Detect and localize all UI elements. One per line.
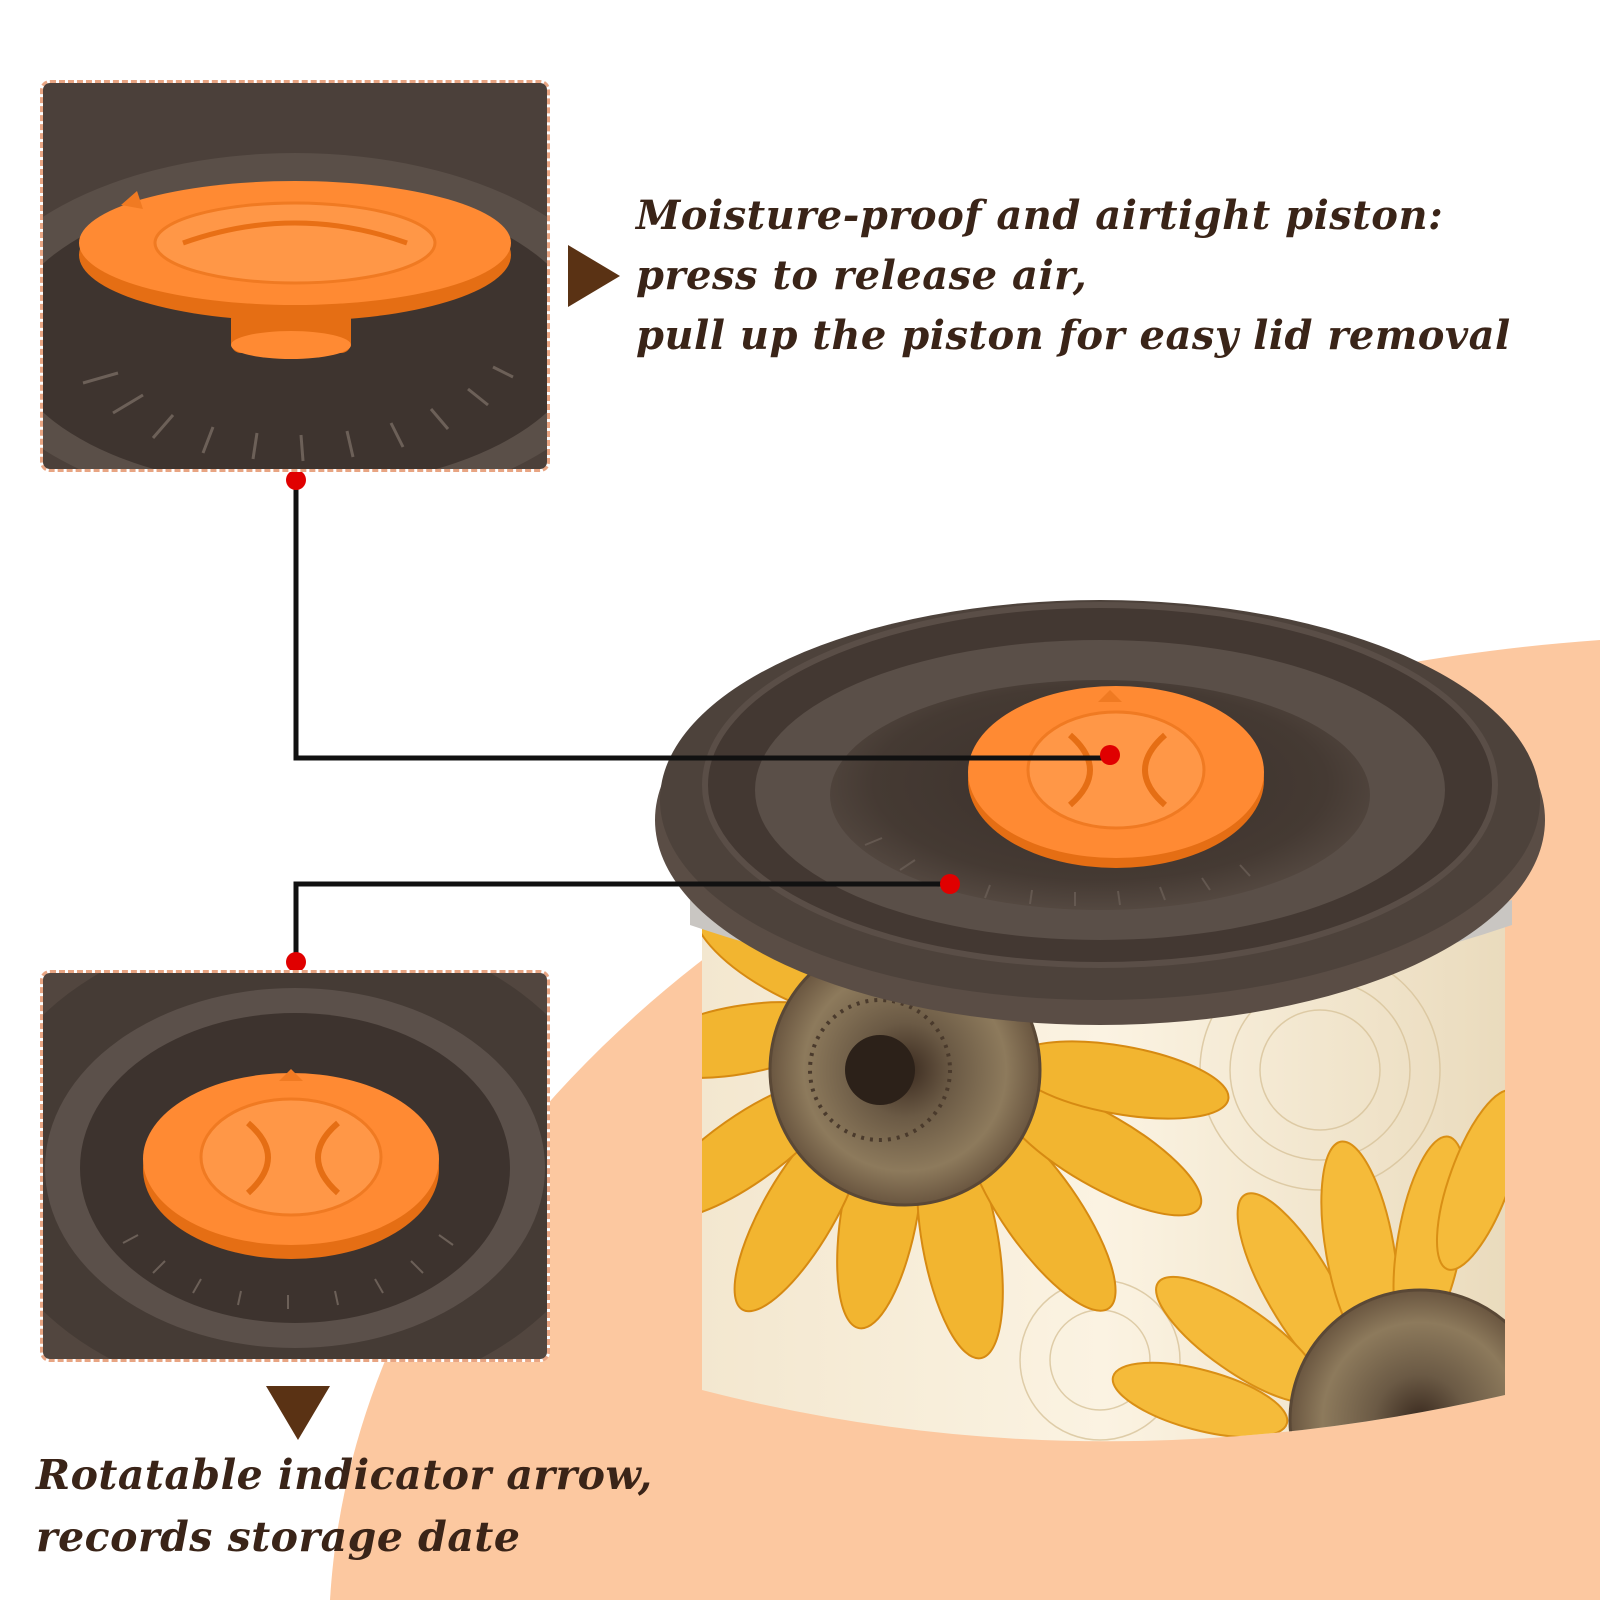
triangle-right-icon <box>568 245 620 307</box>
piston-closeup-inset <box>40 80 550 472</box>
callout-lines <box>293 480 1110 962</box>
indicator-caption-line-1: Rotatable indicator arrow, <box>36 1451 653 1499</box>
indicator-caption-line-2: records storage date <box>36 1513 521 1561</box>
callout-dot-indicator-jar <box>940 874 960 894</box>
callout-dot-indicator-inset <box>286 952 306 972</box>
callout-dot-piston-jar <box>1100 745 1120 765</box>
piston-caption-line-3: pull up the piston for easy lid removal <box>636 312 1511 359</box>
jar-lid <box>655 600 1545 1025</box>
callout-dots <box>286 470 1120 972</box>
piston-caption: Moisture-proof and airtight piston: pres… <box>636 186 1511 366</box>
indicator-caption: Rotatable indicator arrow, records stora… <box>36 1444 653 1568</box>
piston-closeup-illustration <box>43 83 547 469</box>
callout-dot-piston-inset <box>286 470 306 490</box>
piston-caption-line-2: press to release air, <box>636 252 1088 299</box>
triangle-down-icon <box>266 1386 330 1440</box>
piston-caption-line-1: Moisture-proof and airtight piston: <box>636 192 1444 239</box>
indicator-closeup-inset <box>40 970 550 1362</box>
indicator-closeup-illustration <box>43 973 547 1359</box>
callout-line-piston <box>293 480 1110 761</box>
callout-line-indicator <box>293 881 950 962</box>
